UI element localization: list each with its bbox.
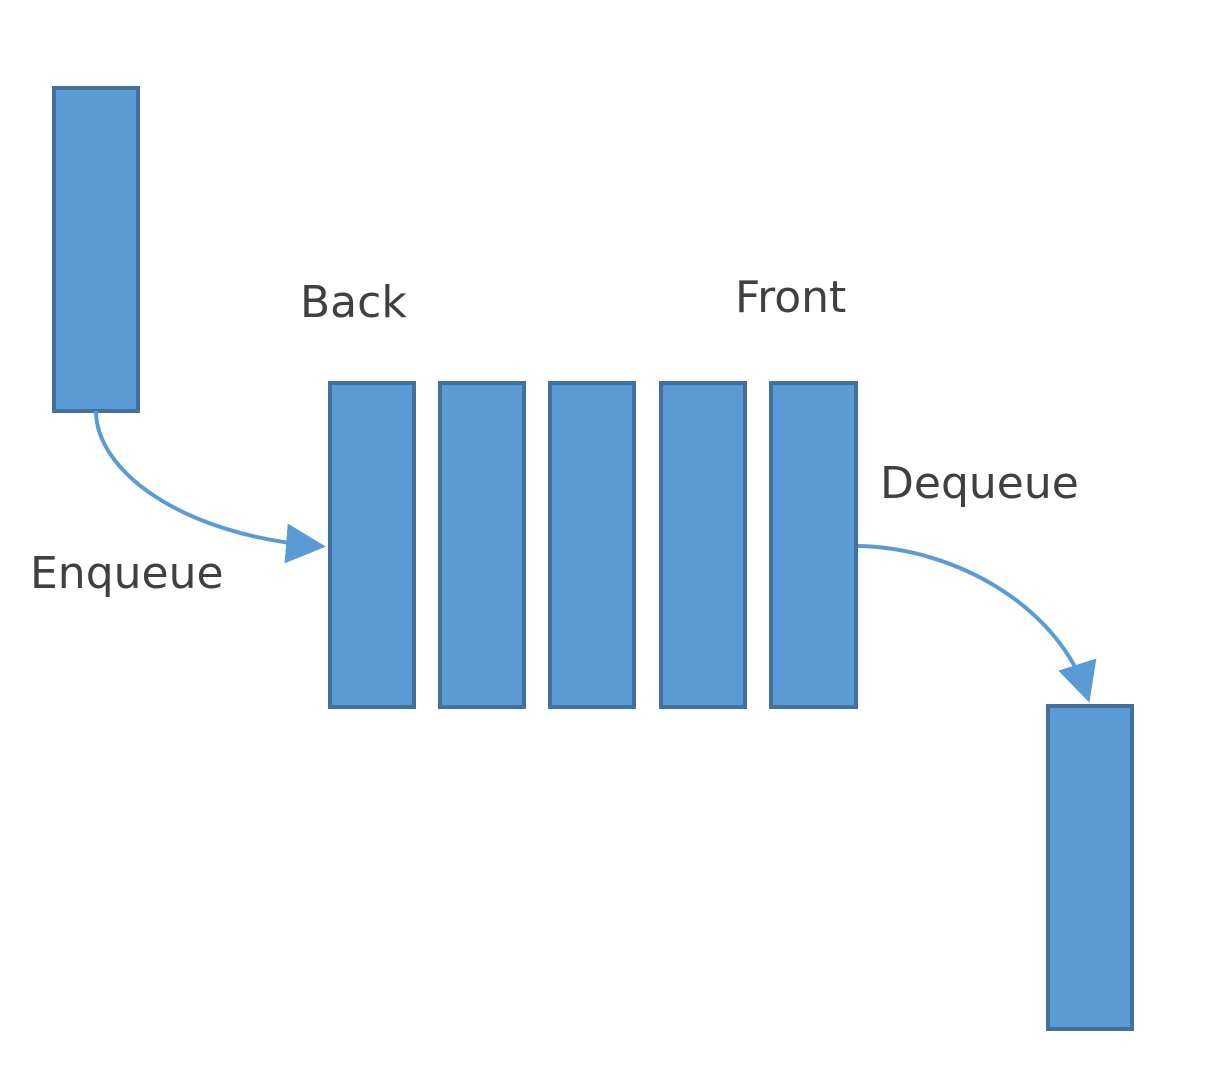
- dequeued-element-block: [1046, 704, 1134, 1031]
- queue-element: [659, 381, 747, 709]
- queue-elements: [328, 381, 858, 709]
- queue-element-back: [328, 381, 416, 709]
- dequeue-label: Dequeue: [880, 458, 1079, 509]
- dequeue-arrow: [857, 544, 1097, 703]
- incoming-element-block: [52, 86, 140, 413]
- queue-element-front: [769, 381, 858, 709]
- front-label: Front: [735, 272, 846, 323]
- queue-element: [548, 381, 636, 709]
- back-label: Back: [300, 277, 407, 328]
- queue-element: [438, 381, 526, 709]
- enqueue-arrow: [94, 410, 326, 564]
- enqueue-label: Enqueue: [30, 548, 224, 599]
